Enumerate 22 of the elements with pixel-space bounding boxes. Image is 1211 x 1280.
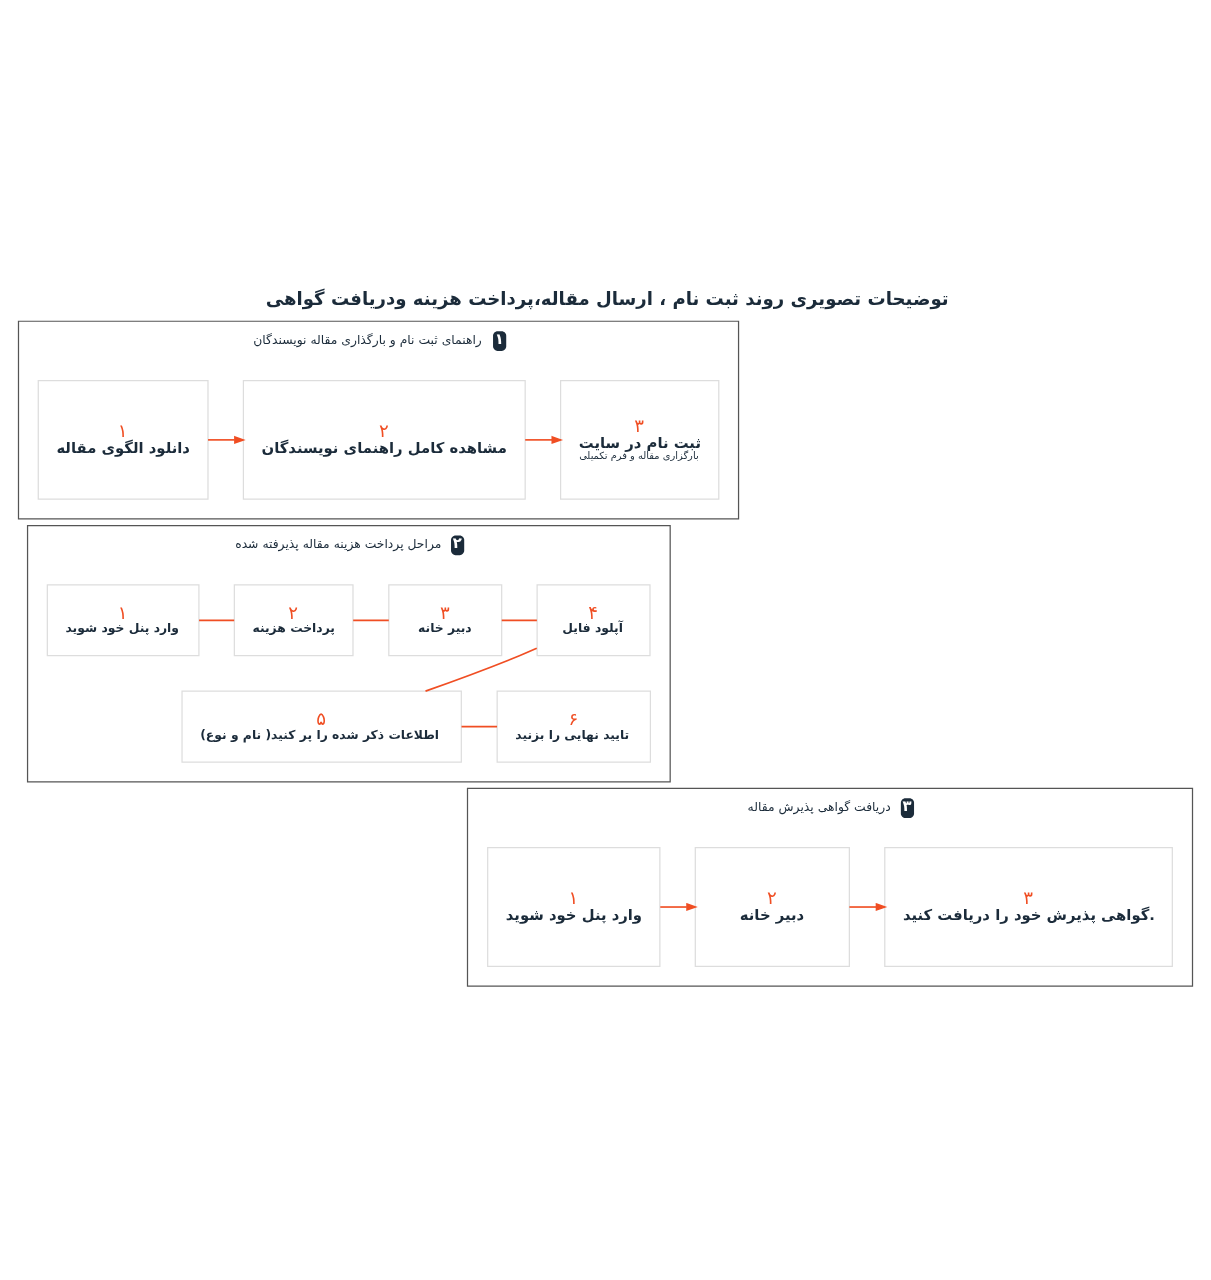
node-box: ۲ مشاهده کامل راهنمای نویسندگان <box>242 379 526 500</box>
node-box: ۴ آپلود فایل <box>536 583 651 656</box>
node-box: ۲ دبیر خانه <box>694 846 850 967</box>
arrow <box>659 902 698 911</box>
node-box: ۳ دبیر خانه <box>388 583 503 656</box>
node-box: ۱ دانلود الگوی مقاله <box>37 379 209 500</box>
diagram-title: توضیحات تصویری روند ثبت نام ، ارسال مقاله،پرداخت هزینه ودریافت گواهی <box>265 287 949 309</box>
connector <box>500 619 538 621</box>
connector <box>198 619 235 621</box>
connector <box>352 619 390 621</box>
arrow <box>524 435 564 444</box>
arrow <box>848 902 888 911</box>
connector <box>424 647 538 692</box>
node-box: ۳ ثبت نام در سایت بارگزاری مقاله و فرم تکمیلی <box>560 379 720 500</box>
node-box: ۳ گواهی پذیرش خود را دریافت کنید. <box>884 846 1173 967</box>
node-box: ۵ اطلاعات ذکر شده را پر کنید( نام و نوع) <box>181 690 462 763</box>
arrow <box>207 435 246 444</box>
node-box: ۶ تایید نهایی را بزنید <box>496 690 651 763</box>
connector <box>460 725 498 727</box>
node-box: ۱ وارد پنل خود شوید <box>46 583 200 656</box>
node-box: ۱ وارد پنل خود شوید <box>487 846 661 967</box>
node-box: ۲ پرداخت هزینه <box>233 583 354 656</box>
